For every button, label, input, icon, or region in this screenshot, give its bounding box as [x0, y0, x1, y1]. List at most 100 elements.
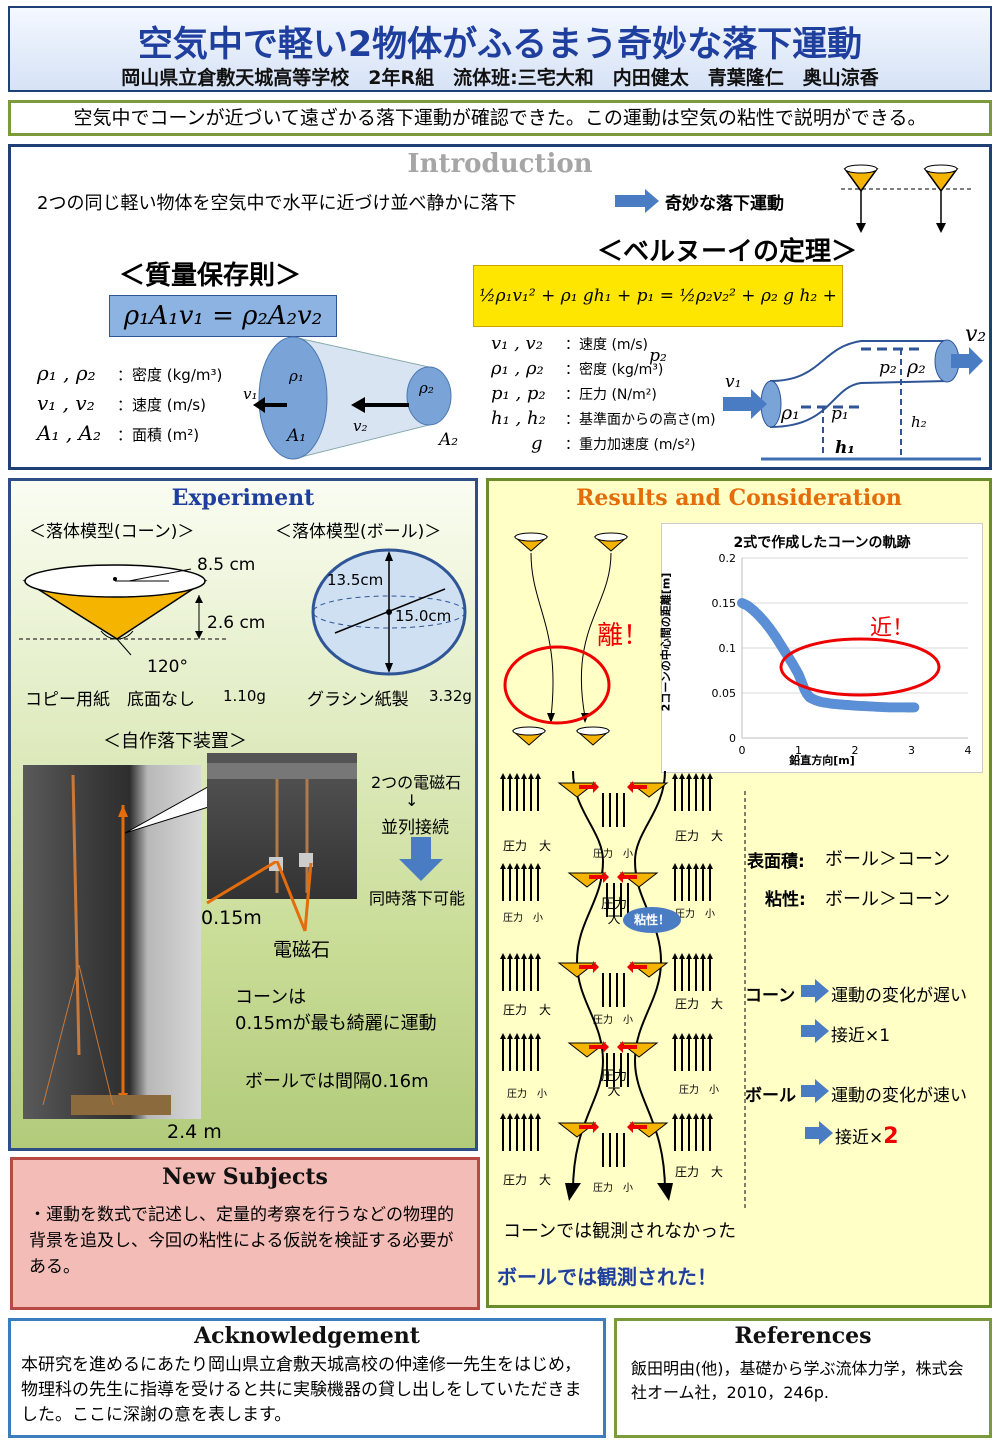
- pressure-arrowhead: [500, 773, 506, 779]
- pressure-arrowhead: [528, 1113, 534, 1119]
- cone-label: コーン: [745, 986, 796, 1006]
- ball-mass: 3.32g: [429, 687, 472, 705]
- cone-rho2-label: ρ₂: [418, 379, 434, 397]
- force-arrow: [579, 961, 599, 973]
- force-arrow: [627, 1121, 647, 1133]
- pressure-arrowhead: [507, 953, 513, 959]
- cone-v1-label: v₁: [243, 385, 258, 403]
- mass-variables: ρ₁ , ρ₂：密度 (kg/m³) v₁ , v₂：速度 (m/s) A₁ ,…: [37, 361, 222, 451]
- ball-model-title: ＜落体模型(ボール)＞: [275, 522, 442, 542]
- pipe-v1-label: v₁: [725, 372, 741, 392]
- chart-ytick-label: 0.15: [712, 597, 737, 610]
- cone-best-line1: コーンは: [235, 987, 307, 1008]
- cone-angle-label: 120°: [147, 657, 188, 677]
- surface-area-compare: ボール＞コーン: [825, 849, 951, 870]
- mass-flow-tube-figure: ρ₁ ρ₂ v₁ v₂ A₁ A₂: [243, 336, 458, 460]
- right-arrow-icon: [615, 189, 659, 213]
- chart-xtick-label: 3: [908, 744, 915, 757]
- pressure-arrowhead: [514, 1113, 520, 1119]
- height-label: 2.4 m: [167, 1121, 222, 1143]
- acknowledgement-section: Acknowledgement 本研究を進めるにあたり岡山県立倉敷天城高校の仲達…: [8, 1318, 606, 1438]
- bernoulli-title: ＜ベルヌーイの定理＞: [597, 237, 858, 267]
- force-arrow: [617, 1041, 637, 1053]
- bern-var-desc: ：基準面からの高さ(m): [565, 412, 716, 428]
- magnets-label: 2つの電磁石: [371, 773, 462, 792]
- pressure-arrowhead: [514, 773, 520, 779]
- cone-a1-label: A₁: [285, 426, 306, 446]
- pressure-diagram: [500, 771, 713, 1201]
- magnet-closeup-photo: [207, 753, 357, 899]
- right-arrow-icon: [801, 979, 829, 1003]
- pressure-arrowhead: [514, 1033, 520, 1039]
- ball-approach-count: 2: [883, 1124, 899, 1149]
- intro-lead-result: 奇妙な落下運動: [665, 194, 784, 214]
- bern-var-symbol: p₁ , p₂: [491, 383, 546, 404]
- viscosity-bubble: 粘性！: [623, 907, 681, 933]
- pressure-arrowhead: [679, 1113, 685, 1119]
- pressure-arrowhead: [528, 953, 534, 959]
- divider-line: [744, 791, 746, 1211]
- ball-approach-prefix: 接近×: [835, 1128, 884, 1148]
- pressure-arrowhead: [521, 863, 527, 869]
- pipe-p1-label: p₁: [831, 404, 849, 424]
- pressure-label: 圧力 大: [675, 1165, 724, 1179]
- ball-label: ボール: [745, 1086, 796, 1106]
- pressure-arrowhead: [679, 863, 685, 869]
- poster-authors: 岡山県立倉敷天城高等学校 2年R組 流体班:三宅大和 内田健太 青葉隆仁 奥山涼…: [121, 67, 879, 89]
- experiment-heading: Experiment: [171, 485, 315, 511]
- pressure-arrowhead: [679, 1033, 685, 1039]
- mass-var-symbol: A₁ , A₂: [37, 421, 101, 445]
- chart-title: 2式で作成したコーンの軌跡: [733, 535, 911, 551]
- pressure-arrowhead: [535, 953, 541, 959]
- pressure-label: 圧力 大: [503, 839, 552, 853]
- experiment-section: Experiment ＜落体模型(コーン)＞ ＜落体模型(ボール)＞ 8.5 c…: [8, 478, 478, 1151]
- right-arrow-icon: [801, 1079, 829, 1103]
- bernoulli-variables: v₁ , v₂：速度 (m/s) ρ₁ , ρ₂：密度 (kg/m³) p₁ ,…: [491, 333, 716, 458]
- pressure-label: 圧力 小: [675, 909, 715, 920]
- pressure-arrowhead: [686, 953, 692, 959]
- mass-equation: ρ₁A₁v₁ = ρ₂A₂v₂: [109, 295, 337, 337]
- ball-material: グラシン紙製: [307, 690, 409, 710]
- pressure-arrowhead: [686, 1113, 692, 1119]
- pressure-label: 圧力 小: [503, 913, 543, 924]
- summary-box: 空気中でコーンが近づいて遠ざかる落下運動が確認できた。この運動は空気の粘性で説明…: [8, 100, 992, 136]
- right-arrow-icon: [801, 1019, 829, 1043]
- ball-diameter-1: 13.5cm: [327, 571, 384, 589]
- pipe-p2-label: p₂: [879, 358, 897, 378]
- pressure-arrowhead: [535, 1113, 541, 1119]
- pressure-arrowhead: [707, 773, 713, 779]
- intro-lead: 2つの同じ軽い物体を空気中で水平に近づけ並べ静かに落下: [37, 193, 517, 214]
- ball-approach-text: 接近×2: [835, 1123, 899, 1149]
- magnet-label: 電磁石: [273, 939, 331, 961]
- mass-var-symbol: ρ₁ , ρ₂: [37, 361, 96, 385]
- pressure-arrowhead: [672, 1113, 678, 1119]
- down-arrow-icon: [399, 837, 443, 881]
- force-arrow: [589, 1041, 609, 1053]
- near-label: 近！: [870, 616, 915, 641]
- pressure-arrowhead: [535, 773, 541, 779]
- bern-var-desc: ：圧力 (N/m²): [565, 387, 657, 403]
- pressure-label: 圧力 大: [675, 997, 724, 1011]
- pressure-label: 圧力 大: [503, 1173, 552, 1187]
- ball-diameter-2: 15.0cm: [395, 607, 452, 625]
- cone-diameter-label: 8.5 cm: [197, 555, 256, 575]
- device-title: ＜自作落下装置＞: [103, 731, 247, 752]
- chart-ytick-label: 0.05: [712, 687, 737, 700]
- surface-area-label: 表面積:: [747, 852, 805, 872]
- mass-var-symbol: v₁ , v₂: [37, 391, 95, 415]
- trajectory-schematic: [503, 532, 629, 746]
- mass-var-desc: ：速度 (m/s): [117, 396, 206, 414]
- intro-heading: Introduction: [407, 149, 593, 179]
- pressure-label: 圧力 大: [601, 1069, 628, 1099]
- pressure-arrowhead: [500, 1113, 506, 1119]
- ball-model-figure: [311, 548, 467, 676]
- parallel-label: 並列接続: [381, 818, 449, 838]
- pressure-arrowhead: [679, 773, 685, 779]
- introduction-section: Introduction 2つの同じ軽い物体を空気中で水平に近づけ並べ静かに落下…: [8, 144, 992, 470]
- pipe-rho1-label: ρ₁: [780, 402, 800, 424]
- references-body: 飯田明由(他)，基礎から学ぶ流体力学，株式会社オーム社，2010，246p.: [631, 1359, 964, 1402]
- not-observed-text: コーンでは観測されなかった: [503, 1221, 737, 1242]
- pressure-arrowhead: [507, 1033, 513, 1039]
- pressure-arrowhead: [679, 953, 685, 959]
- chart-point: [909, 702, 920, 713]
